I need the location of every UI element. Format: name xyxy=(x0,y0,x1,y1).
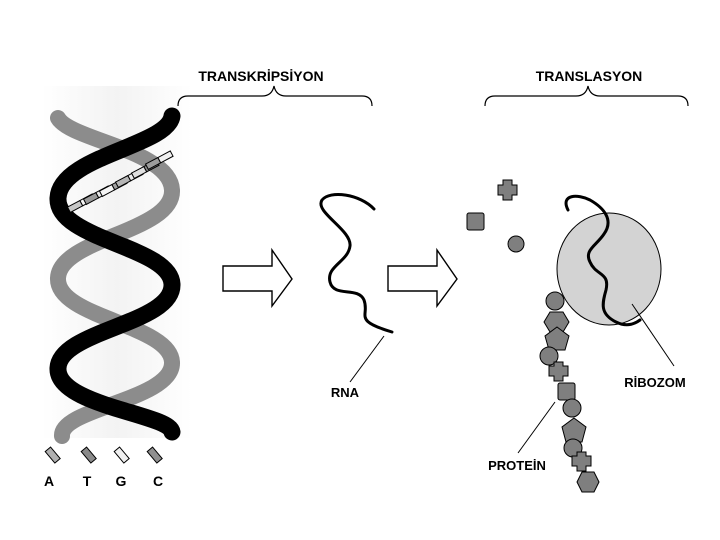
base-g-icon xyxy=(113,446,130,464)
dna-base-pairs xyxy=(66,150,174,214)
rna-strand xyxy=(319,193,394,334)
brace-transcription xyxy=(177,85,373,107)
base-t-icon xyxy=(80,446,97,464)
ribosome-pointer-line xyxy=(631,303,675,367)
free-amino-acids xyxy=(466,179,525,253)
circle-amino-acid-icon xyxy=(562,398,582,418)
hexagon-amino-acid-icon xyxy=(576,471,600,493)
base-a-icon xyxy=(44,446,61,464)
base-label-t: T xyxy=(83,473,92,489)
rna-label: RNA xyxy=(331,385,360,400)
base-label-c: C xyxy=(153,473,163,489)
cross-amino-acid-icon xyxy=(571,451,592,472)
protein-pointer-line xyxy=(517,401,556,454)
arrow-icon xyxy=(387,247,458,309)
protein-chain xyxy=(539,291,600,493)
circle-amino-acid-icon xyxy=(539,346,559,366)
circle-amino-acid-icon xyxy=(507,235,525,253)
base-label-a: A xyxy=(44,473,54,489)
square-amino-acid-icon xyxy=(557,382,576,401)
rna-pointer-line xyxy=(349,335,385,383)
arrow-icon xyxy=(222,247,293,309)
protein-label: PROTEİN xyxy=(488,458,546,473)
heading-translation: TRANSLASYON xyxy=(536,68,643,84)
base-label-g: G xyxy=(116,473,127,489)
cross-amino-acid-icon xyxy=(548,361,569,382)
dna-double-helix xyxy=(42,86,192,444)
base-c-icon xyxy=(146,446,163,464)
ribosome-label: RİBOZOM xyxy=(624,375,685,390)
cross-amino-acid-icon xyxy=(497,179,518,201)
pentagon-amino-acid-icon xyxy=(561,417,587,443)
mrna-strand xyxy=(564,194,642,327)
heading-transcription: TRANSKRİPSİYON xyxy=(198,68,323,84)
dna-strand-dark xyxy=(49,107,181,441)
pentagon-amino-acid-icon xyxy=(544,326,570,351)
circle-amino-acid-icon xyxy=(545,291,565,311)
brace-translation xyxy=(484,85,689,107)
square-amino-acid-icon xyxy=(466,212,485,231)
base-legend: A T G C xyxy=(44,446,163,489)
ribosome xyxy=(556,212,662,326)
